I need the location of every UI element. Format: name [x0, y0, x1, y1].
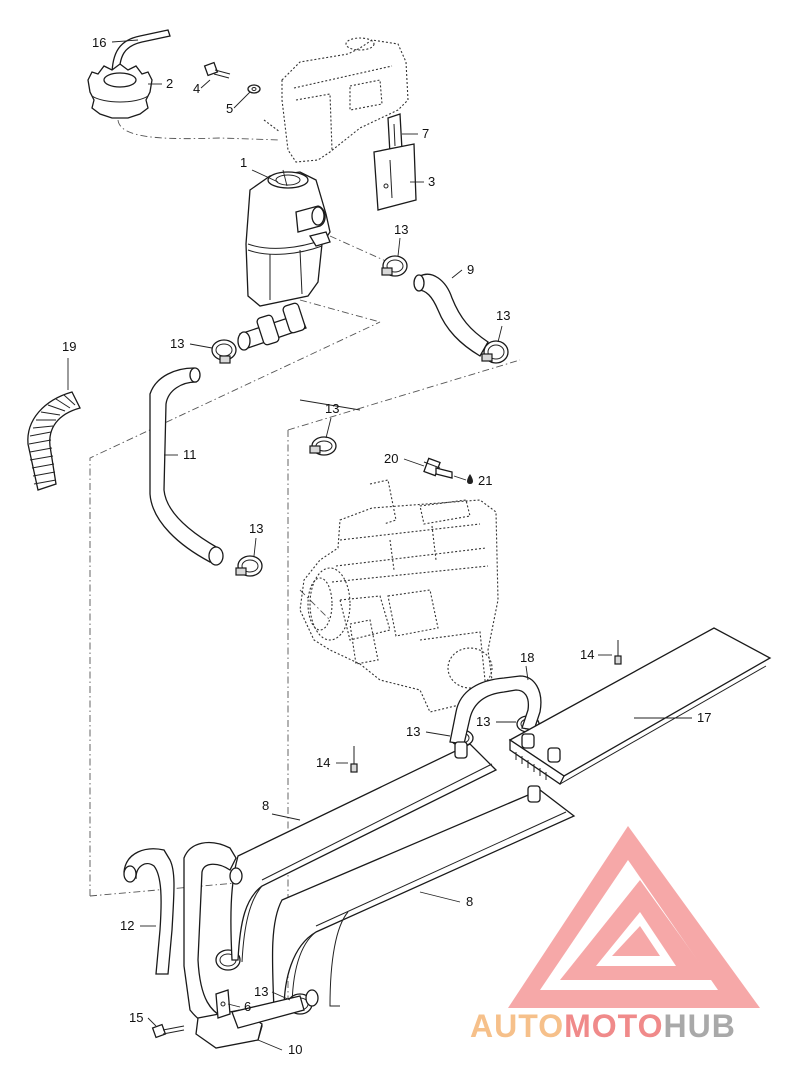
u-pipe-18 — [449, 675, 542, 745]
sealant-drop-21 — [467, 474, 473, 484]
watermark-logo-icon — [508, 826, 760, 1008]
coolant-tank-1 — [237, 169, 331, 351]
callout-label: 3 — [428, 174, 435, 189]
callout-label: 14 — [580, 647, 594, 662]
callout-label: 1 — [240, 155, 247, 170]
callout-label: 11 — [183, 447, 197, 462]
callout-label: 13 — [406, 724, 420, 739]
washer-5 — [247, 84, 261, 94]
engine-block — [299, 479, 499, 713]
callout-label: 17 — [697, 710, 711, 725]
bolt-15 — [151, 1023, 185, 1039]
callout-label: 10 — [288, 1042, 302, 1057]
assembly-guide-lines — [89, 235, 521, 1000]
temperature-sensor-20 — [423, 457, 453, 479]
heat-exchanger-8-upper — [230, 741, 498, 963]
clamp-13-b — [481, 340, 509, 364]
callout-label: 13 — [170, 336, 184, 351]
clamp-13-a — [381, 255, 408, 277]
clamp-13-d — [309, 436, 337, 456]
callout-label: 8 — [466, 894, 473, 909]
watermark-part-auto: AUTO — [470, 1008, 564, 1044]
clamp-13-c — [211, 339, 237, 364]
callout-label: 18 — [520, 650, 534, 665]
callout-label: 20 — [384, 451, 398, 466]
clamp-13-e — [235, 555, 263, 577]
callout-label: 13 — [325, 401, 339, 416]
callout-label: 4 — [193, 81, 200, 96]
callout-label: 12 — [120, 918, 134, 933]
callout-label: 13 — [254, 984, 268, 999]
heat-exchanger-17 — [508, 627, 772, 785]
callout-label: 5 — [226, 101, 233, 116]
callout-label: 16 — [92, 35, 106, 50]
hose-11 — [149, 367, 224, 566]
callout-label: 9 — [467, 262, 474, 277]
watermark-text: AUTOMOTOHUB — [470, 1008, 736, 1044]
callout-label: 13 — [496, 308, 510, 323]
callout-label: 8 — [262, 798, 269, 813]
callout-label: 21 — [478, 473, 492, 488]
hose-10 — [183, 841, 319, 1049]
watermark-part-hub: HUB — [663, 1008, 735, 1044]
pin-14-a — [614, 640, 622, 665]
watermark-part-moto: MOTO — [564, 1008, 663, 1044]
bracket-6 — [215, 989, 231, 1019]
callout-label: 13 — [476, 714, 490, 729]
hose-9 — [413, 273, 489, 357]
reservoir-outline — [263, 37, 409, 163]
callout-label: 6 — [244, 999, 251, 1014]
callout-label: 13 — [394, 222, 408, 237]
bracket-3 — [373, 143, 417, 211]
bolt-4 — [203, 61, 231, 79]
callout-label: 13 — [249, 521, 263, 536]
filler-cap-2 — [87, 63, 281, 141]
leader-lines — [67, 39, 692, 1051]
callout-label: 2 — [166, 76, 173, 91]
callout-label: 14 — [316, 755, 330, 770]
callout-label: 19 — [62, 339, 76, 354]
hose-12 — [123, 848, 175, 975]
pin-14-b — [350, 746, 358, 773]
callout-label: 15 — [129, 1010, 143, 1025]
corrugated-hose-19 — [27, 391, 81, 491]
callout-label: 7 — [422, 126, 429, 141]
